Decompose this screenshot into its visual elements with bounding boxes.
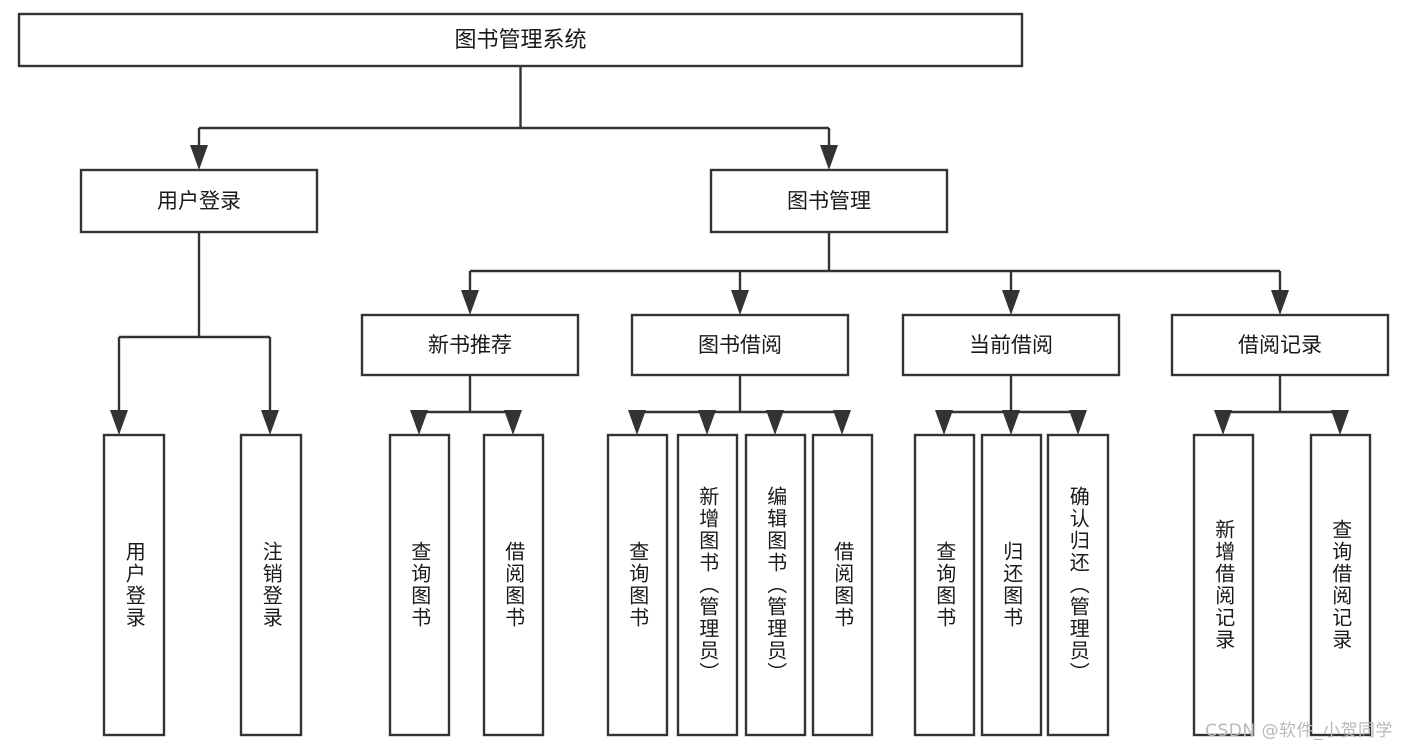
leaf-query-record-label: 查询借阅记录 bbox=[1328, 519, 1353, 651]
arrowhead-book-management bbox=[820, 145, 838, 170]
arrowhead-leaf-edit-book bbox=[766, 410, 784, 435]
node-current-borrow-label: 当前借阅 bbox=[969, 333, 1053, 357]
node-current-borrow-box[interactable] bbox=[901, 313, 1121, 377]
leaf-query-book-2-box[interactable] bbox=[606, 433, 669, 737]
leaf-node-query-book-1[interactable]: 查询图书 bbox=[388, 433, 451, 737]
leaf-return-book-box[interactable] bbox=[980, 433, 1043, 737]
arrowhead-leaf-user-login bbox=[110, 410, 128, 435]
node-book-borrow[interactable]: 图书借阅 bbox=[630, 313, 850, 377]
arrowhead-book-borrow bbox=[731, 290, 749, 315]
node-book-management-label: 图书管理 bbox=[787, 189, 871, 213]
arrowhead-user-login bbox=[190, 145, 208, 170]
leaf-query-record-box[interactable] bbox=[1309, 433, 1372, 737]
leaf-query-book-1-label: 查询图书 bbox=[407, 541, 432, 629]
arrowhead-leaf-query-book-2 bbox=[628, 410, 646, 435]
leaf-query-book-2-label: 查询图书 bbox=[625, 541, 650, 629]
node-root-box[interactable] bbox=[17, 12, 1024, 68]
node-borrow-record-box[interactable] bbox=[1170, 313, 1390, 377]
arrowhead-leaf-logout bbox=[261, 410, 279, 435]
leaf-edit-book-label: 编辑图书（管理员） bbox=[763, 486, 788, 684]
node-borrow-record[interactable]: 借阅记录 bbox=[1170, 313, 1390, 377]
leaf-add-book-box[interactable] bbox=[676, 433, 739, 737]
csdn-watermark: CSDN @软件_小贺同学 bbox=[1205, 721, 1393, 741]
leaf-node-add-book[interactable]: 新增图书（管理员） bbox=[676, 433, 739, 737]
leaf-add-book-label: 新增图书（管理员） bbox=[695, 486, 720, 684]
leaf-add-record-label: 新增借阅记录 bbox=[1211, 519, 1236, 651]
leaf-node-query-book-3[interactable]: 查询图书 bbox=[913, 433, 976, 737]
leaf-edit-book-box[interactable] bbox=[744, 433, 807, 737]
node-book-management-box[interactable] bbox=[709, 168, 949, 234]
arrowhead-leaf-confirm-return bbox=[1069, 410, 1087, 435]
leaf-query-book-1-box[interactable] bbox=[388, 433, 451, 737]
node-user-login-box[interactable] bbox=[79, 168, 319, 234]
leaf-node-borrow-book-2[interactable]: 借阅图书 bbox=[811, 433, 874, 737]
arrowhead-current-borrow bbox=[1002, 290, 1020, 315]
leaf-query-book-3-box[interactable] bbox=[913, 433, 976, 737]
leaf-add-record-label-wrap: 新增借阅记录 bbox=[1211, 519, 1236, 651]
leaf-node-edit-book[interactable]: 编辑图书（管理员） bbox=[744, 433, 807, 737]
leaf-return-book-label: 归还图书 bbox=[999, 541, 1024, 629]
arrowhead-new-book-recommend bbox=[461, 290, 479, 315]
leaf-logout-label: 注销登录 bbox=[259, 541, 284, 629]
node-new-book-recommend-box[interactable] bbox=[360, 313, 580, 377]
leaf-node-return-book[interactable]: 归还图书 bbox=[980, 433, 1043, 737]
leaf-query-book-1-label-wrap: 查询图书 bbox=[407, 541, 432, 629]
leaf-user-login-box[interactable] bbox=[102, 433, 166, 737]
arrowhead-leaf-add-book bbox=[698, 410, 716, 435]
leaf-logout-box[interactable] bbox=[239, 433, 303, 737]
arrowhead-leaf-query-book-1 bbox=[410, 410, 428, 435]
leaf-node-query-book-2[interactable]: 查询图书 bbox=[606, 433, 669, 737]
leaf-query-book-3-label-wrap: 查询图书 bbox=[932, 541, 957, 629]
leaf-borrow-book-1-label-wrap: 借阅图书 bbox=[501, 541, 526, 629]
node-current-borrow[interactable]: 当前借阅 bbox=[901, 313, 1121, 377]
leaf-user-login-label: 用户登录 bbox=[122, 541, 147, 629]
node-new-book-recommend-label: 新书推荐 bbox=[428, 333, 512, 357]
leaf-confirm-return-label: 确认归还（管理员） bbox=[1066, 486, 1091, 684]
node-new-book-recommend[interactable]: 新书推荐 bbox=[360, 313, 580, 377]
leaf-add-record-box[interactable] bbox=[1192, 433, 1255, 737]
node-user-login-label: 用户登录 bbox=[157, 189, 241, 213]
arrowhead-leaf-return-book bbox=[1002, 410, 1020, 435]
leaf-borrow-book-2-label-wrap: 借阅图书 bbox=[830, 541, 855, 629]
leaf-borrow-book-2-box[interactable] bbox=[811, 433, 874, 737]
arrowhead-borrow-record bbox=[1271, 290, 1289, 315]
arrowhead-leaf-borrow-book-2 bbox=[833, 410, 851, 435]
arrowhead-leaf-borrow-book-1 bbox=[504, 410, 522, 435]
node-book-management[interactable]: 图书管理 bbox=[709, 168, 949, 234]
leaf-borrow-book-2-label: 借阅图书 bbox=[830, 541, 855, 629]
leaf-borrow-book-1-label: 借阅图书 bbox=[501, 541, 526, 629]
node-book-borrow-box[interactable] bbox=[630, 313, 850, 377]
leaf-borrow-book-1-box[interactable] bbox=[482, 433, 545, 737]
leaf-node-query-record[interactable]: 查询借阅记录 bbox=[1309, 433, 1372, 737]
leaf-query-record-label-wrap: 查询借阅记录 bbox=[1328, 519, 1353, 651]
leaf-node-add-record[interactable]: 新增借阅记录 bbox=[1192, 433, 1255, 737]
node-borrow-record-label: 借阅记录 bbox=[1238, 333, 1322, 357]
arrowhead-leaf-query-book-3 bbox=[935, 410, 953, 435]
leaf-add-book-label-wrap: 新增图书（管理员） bbox=[695, 486, 720, 684]
leaf-node-logout[interactable]: 注销登录 bbox=[239, 433, 303, 737]
leaf-confirm-return-label-wrap: 确认归还（管理员） bbox=[1066, 486, 1091, 684]
node-root-label: 图书管理系统 bbox=[454, 28, 586, 53]
leaf-return-book-label-wrap: 归还图书 bbox=[999, 541, 1024, 629]
connector-layer bbox=[110, 66, 1349, 435]
leaf-logout-label-wrap: 注销登录 bbox=[259, 541, 284, 629]
leaf-confirm-return-box[interactable] bbox=[1046, 433, 1110, 737]
arrowhead-leaf-add-record bbox=[1214, 410, 1232, 435]
leaf-query-book-2-label-wrap: 查询图书 bbox=[625, 541, 650, 629]
leaf-query-book-3-label: 查询图书 bbox=[932, 541, 957, 629]
leaf-node-borrow-book-1[interactable]: 借阅图书 bbox=[482, 433, 545, 737]
leaf-node-user-login[interactable]: 用户登录 bbox=[102, 433, 166, 737]
arrowhead-leaf-query-record bbox=[1331, 410, 1349, 435]
node-root[interactable]: 图书管理系统 bbox=[17, 12, 1024, 68]
leaf-user-login-label-wrap: 用户登录 bbox=[122, 541, 147, 629]
leaf-node-confirm-return[interactable]: 确认归还（管理员） bbox=[1046, 433, 1110, 737]
node-book-borrow-label: 图书借阅 bbox=[698, 333, 782, 357]
leaf-edit-book-label-wrap: 编辑图书（管理员） bbox=[763, 486, 788, 684]
node-user-login[interactable]: 用户登录 bbox=[79, 168, 319, 234]
